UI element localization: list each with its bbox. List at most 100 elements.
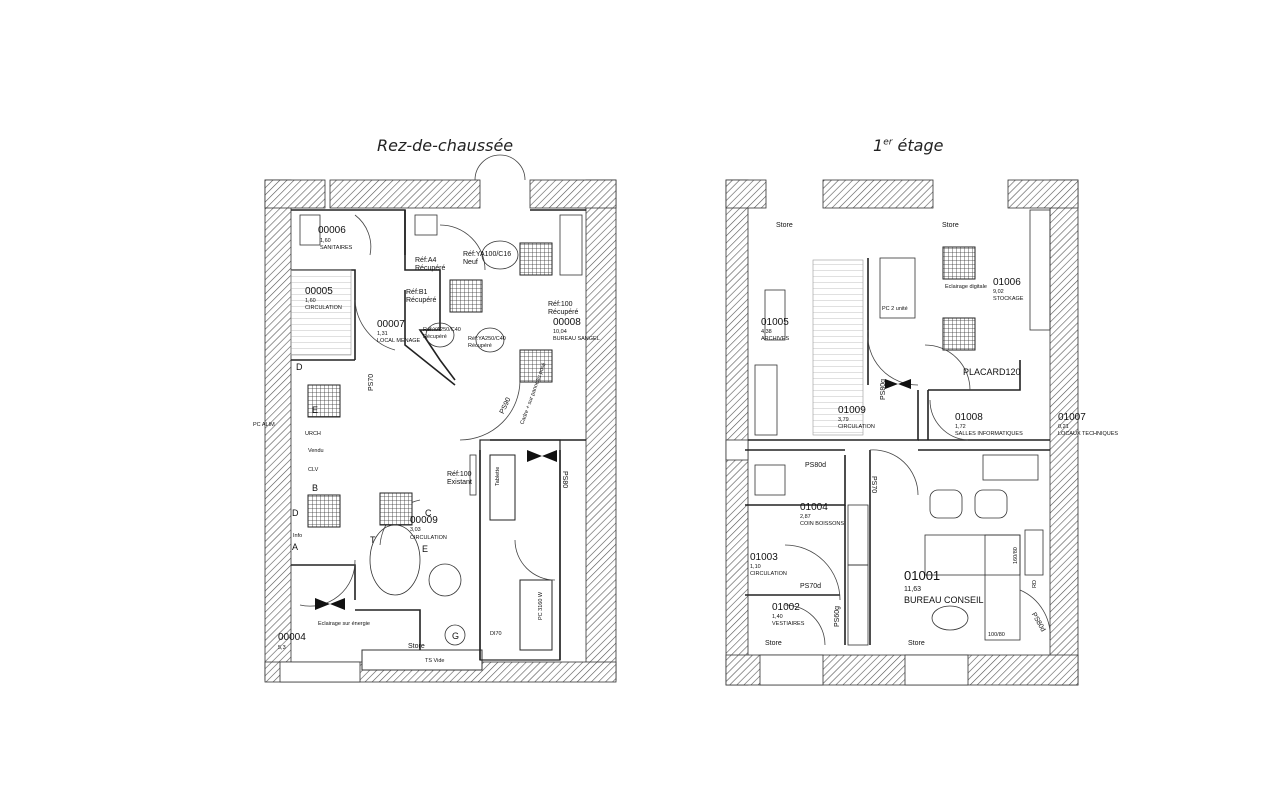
room-name: CIRCULATION <box>750 571 787 577</box>
room-name: LOCAL MENAGE <box>377 338 421 344</box>
marker-letter: T <box>370 535 376 545</box>
ground-wall-top-right <box>529 179 617 209</box>
door-label: PS70d <box>800 583 821 590</box>
room-area: 1,10 <box>750 564 761 570</box>
equipment-label: Récupéré <box>548 309 578 316</box>
first-wall-left <box>725 179 749 686</box>
door-label: PS80d <box>805 462 826 469</box>
room-area: 2,87 <box>800 514 811 520</box>
door-label: PS80g <box>880 379 887 400</box>
equipment-label: Réf:100 <box>447 471 472 478</box>
equipment-label: Réf:YA250/C40 <box>468 336 506 342</box>
ground-floor-title: Rez-de-chaussée <box>377 136 514 155</box>
room-area: 1,60 <box>320 238 331 244</box>
room-name: BUREAU CONSEIL <box>904 595 984 605</box>
marker-letter: G <box>452 631 459 641</box>
first-wall-top-mid <box>822 179 934 209</box>
room-code: 01003 <box>750 552 778 563</box>
room-code: 01001 <box>904 568 940 583</box>
note-label: TS Vide <box>425 658 444 664</box>
room-name: BUREAU SANGEL <box>553 336 600 342</box>
room-code: 00006 <box>318 225 346 236</box>
note-label: Eclairage digitale <box>945 284 987 290</box>
marker-letter: D <box>292 508 299 518</box>
marker-letter: A <box>292 542 298 552</box>
marker-letter: E <box>312 405 318 415</box>
door-label: PS80d <box>1030 611 1047 633</box>
door-label: PS60g <box>834 606 841 627</box>
equipment-label: Réf:100 <box>548 301 573 308</box>
note-label: Tablette <box>495 467 501 486</box>
equipment-label: Réf:YA100/C16 <box>463 251 511 258</box>
room-area: 11,63 <box>904 586 921 593</box>
room-name: CIRCULATION <box>410 535 447 541</box>
room-code: 00004 <box>278 632 306 643</box>
ground-wall-top-left <box>264 179 326 209</box>
note-label: Info <box>293 533 302 539</box>
room-area: 1,31 <box>377 331 388 337</box>
note-label: RD <box>1032 580 1038 588</box>
marker-letter: C <box>425 508 432 518</box>
equipment-label: Récupéré <box>415 265 445 272</box>
room-code: 01002 <box>772 602 800 613</box>
room-code: 01005 <box>761 317 789 328</box>
store-label: Store <box>908 640 925 647</box>
equipment-label: Récupéré <box>468 343 492 349</box>
room-name: ARCHIVES <box>761 336 789 342</box>
letter-markers: D B D A C E G T E <box>292 362 459 641</box>
room-name: CIRCULATION <box>838 424 875 430</box>
room-name: SANITAIRES <box>320 245 353 251</box>
equipment-label: Récupéré <box>423 334 447 340</box>
room-code: 01008 <box>955 412 983 423</box>
size-label: 160/80 <box>1013 547 1019 564</box>
note-label: PC ALIM <box>253 422 275 428</box>
equipment-label: Existant <box>447 479 472 486</box>
store-label: Store <box>942 222 959 229</box>
note-label: Vendu <box>308 448 324 454</box>
door-label: PS70 <box>870 476 877 493</box>
room-area: 1,72 <box>955 424 966 430</box>
note-label: CLV <box>308 467 319 473</box>
note-label: PC 3160 W <box>538 591 544 620</box>
room-area: 4,38 <box>761 329 772 335</box>
first-wall-top-right <box>1007 179 1079 209</box>
size-label: 100/80 <box>988 632 1005 638</box>
ground-wall-top-mid <box>329 179 481 209</box>
ground-wall-right <box>585 179 617 681</box>
room-area: 3,79 <box>838 417 849 423</box>
first-floor-title: 1er étage <box>873 136 944 155</box>
marker-letter: B <box>312 483 318 493</box>
first-floor-labels: Store Store Store Store 01005 4,38 ARCHI… <box>750 222 1118 647</box>
room-name: STOCKAGE <box>993 296 1024 302</box>
note-label: PC 2 unité <box>882 306 908 312</box>
equipment-label: Réf:A4 <box>415 257 437 264</box>
note-label: URCH <box>305 431 321 437</box>
room-name: COIN BOISSONS <box>800 521 844 527</box>
room-name: CIRCULATION <box>305 305 342 311</box>
room-area: 1,60 <box>305 298 316 304</box>
store-label: Store <box>765 640 782 647</box>
first-floor-plan <box>725 179 1079 686</box>
equipment-label: Réf:B1 <box>406 289 428 296</box>
room-code: 01004 <box>800 502 828 513</box>
room-area: 5,3 <box>278 645 286 651</box>
room-code: 00008 <box>553 317 581 328</box>
door-label: PS70 <box>368 374 375 391</box>
room-area: 0,21 <box>1058 424 1069 430</box>
equipment-label: Récupéré <box>406 297 436 304</box>
store-label: Store <box>776 222 793 229</box>
note-label: Store <box>408 643 425 650</box>
room-code: 00009 <box>410 515 438 526</box>
room-code: 00005 <box>305 286 333 297</box>
room-name: VESTIAIRES <box>772 621 805 627</box>
door-label: PS80 <box>561 471 568 488</box>
room-area: 10,04 <box>553 329 567 335</box>
marker-letter: E <box>422 544 428 554</box>
equipment-label: Neuf <box>463 259 478 266</box>
note-label: Eclairage sur énergie <box>318 621 370 627</box>
room-area: 9,02 <box>993 289 1004 295</box>
room-code: 01007 <box>1058 412 1086 423</box>
first-wall-top-left <box>725 179 767 209</box>
note-label: DI70 <box>490 631 502 637</box>
